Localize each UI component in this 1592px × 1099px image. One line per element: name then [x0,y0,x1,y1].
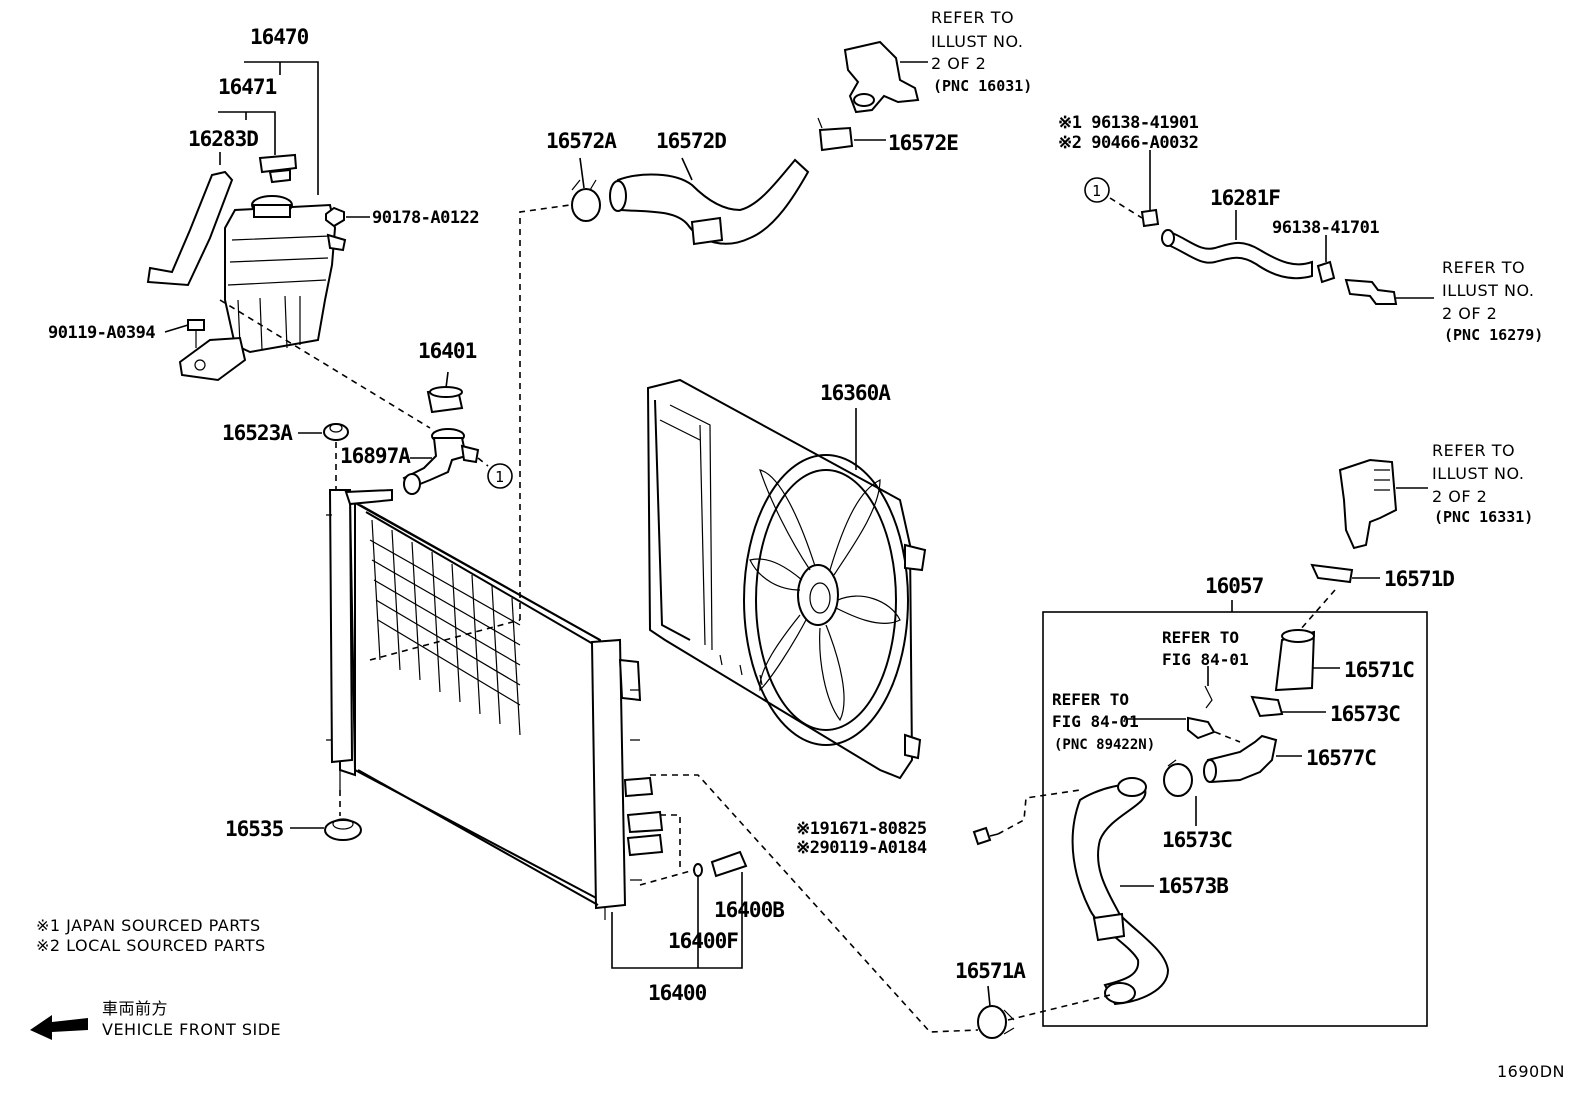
bushing-16535-drawing [290,790,362,841]
lower-hose-group-box [1042,611,1428,1027]
ref-fig-a: REFER TO FIG 84-01 [1162,628,1249,669]
radiator-drawing [326,488,664,920]
label-16523A: 16523A [222,421,293,445]
label-16470: 16470 [250,25,309,49]
front-arrow-icon [30,1015,88,1040]
label-16360A: 16360A [820,381,891,405]
svg-text:ILLUST NO.: ILLUST NO. [931,32,1023,51]
svg-text:2 OF 2: 2 OF 2 [1432,487,1487,506]
ref-right-top: REFER TO ILLUST NO. 2 OF 2 (PNC 16279) [1442,258,1543,344]
svg-text:2 OF 2: 2 OF 2 [1442,304,1497,323]
front-label-en: VEHICLE FRONT SIDE [102,1020,281,1039]
svg-text:1: 1 [495,468,504,486]
label-16571A: 16571A [955,959,1026,983]
label-16573B: 16573B [1158,874,1228,898]
leader-circle-1-left [477,457,489,467]
radiator-cap-drawing [426,371,464,414]
svg-text:2 OF 2: 2 OF 2 [931,54,986,73]
svg-text:FIG 84-01: FIG 84-01 [1162,650,1249,669]
label-16572D: 16572D [656,129,726,153]
label-16400B: 16400B [714,898,784,922]
svg-text:REFER TO: REFER TO [931,8,1014,27]
diagram-code: 1690DN [1497,1062,1565,1081]
svg-text:ILLUST NO.: ILLUST NO. [1432,464,1524,483]
label-16401: 16401 [418,339,477,363]
label-16572E: 16572E [888,131,958,155]
legend: ※1 JAPAN SOURCED PARTS ※2 LOCAL SOURCED … [30,916,281,1040]
svg-text:FIG 84-01: FIG 84-01 [1052,712,1139,731]
label-16281F: 16281F [1210,186,1280,210]
ref-right-mid: REFER TO ILLUST NO. 2 OF 2 (PNC 16331) [1432,441,1533,526]
label-16573C-top: 16573C [1330,702,1400,726]
reservoir-leader-lines [164,61,431,429]
svg-text:1: 1 [1092,182,1101,200]
upper-hose-leader-lines [579,61,928,189]
label-16283D: 16283D [188,127,258,151]
label-90178-A0122: 90178-A0122 [372,208,479,228]
filler-neck-drawing [402,428,480,495]
dash-upper-hose-to-radiator [519,204,571,620]
svg-text:(PNC 89422N): (PNC 89422N) [1054,737,1155,753]
svg-text:REFER TO: REFER TO [1162,628,1239,647]
label-16573C-bottom: 16573C [1162,828,1232,852]
circle-marker-left: 1 [487,463,513,489]
label-16400: 16400 [648,981,707,1005]
lower-hose-leader-lines [1120,577,1380,887]
ref-fig-b: REFER TO FIG 84-01 (PNC 89422N) [1052,690,1155,753]
label-16535: 16535 [225,817,284,841]
front-label-jp: 車両前方 [102,999,168,1018]
label-alt-96138-41901: ※1 96138-41901 [1058,113,1199,133]
svg-text:REFER TO: REFER TO [1052,690,1129,709]
label-16400F: 16400F [668,929,738,953]
label-alt-91671-80825: ※191671-80825 [796,819,927,839]
sensor-drawing [1338,458,1428,550]
label-16572A: 16572A [546,129,617,153]
fan-shroud-drawing [646,378,927,780]
label-16471: 16471 [218,75,277,99]
legend-note-1: ※1 JAPAN SOURCED PARTS [36,916,261,935]
dash-radiator-inlet [369,619,521,661]
drain-plug-drawing [611,814,748,969]
bypass-hose-drawing: 1 [1084,150,1434,305]
lower-hose-drawing [1071,563,1354,1006]
svg-text:REFER TO: REFER TO [1442,258,1525,277]
svg-text:(PNC 16031): (PNC 16031) [933,77,1032,95]
label-90119-A0394: 90119-A0394 [48,323,155,343]
clamp-16571A-drawing [650,774,1111,1039]
legend-note-2: ※2 LOCAL SOURCED PARTS [36,936,266,955]
ref-top: REFER TO ILLUST NO. 2 OF 2 (PNC 16031) [931,8,1032,95]
svg-text:REFER TO: REFER TO [1432,441,1515,460]
label-alt-90466-A0032: ※2 90466-A0032 [1058,133,1198,153]
bushing-16523A-drawing [298,423,349,490]
label-96138-41701: 96138-41701 [1272,218,1379,238]
label-16571C: 16571C [1344,658,1414,682]
svg-text:ILLUST NO.: ILLUST NO. [1442,281,1534,300]
label-alt-90119-A0184: ※290119-A0184 [796,838,927,858]
label-16571D: 16571D [1384,567,1454,591]
label-16577C: 16577C [1306,746,1376,770]
label-16897A: 16897A [340,444,411,468]
label-16057: 16057 [1205,574,1264,598]
reservoir-tank-drawing [146,153,347,382]
svg-text:(PNC 16331): (PNC 16331) [1434,508,1533,526]
svg-text:(PNC 16279): (PNC 16279) [1444,326,1543,344]
upper-hose-drawing [571,40,920,246]
bolt-drawing [972,789,1081,846]
